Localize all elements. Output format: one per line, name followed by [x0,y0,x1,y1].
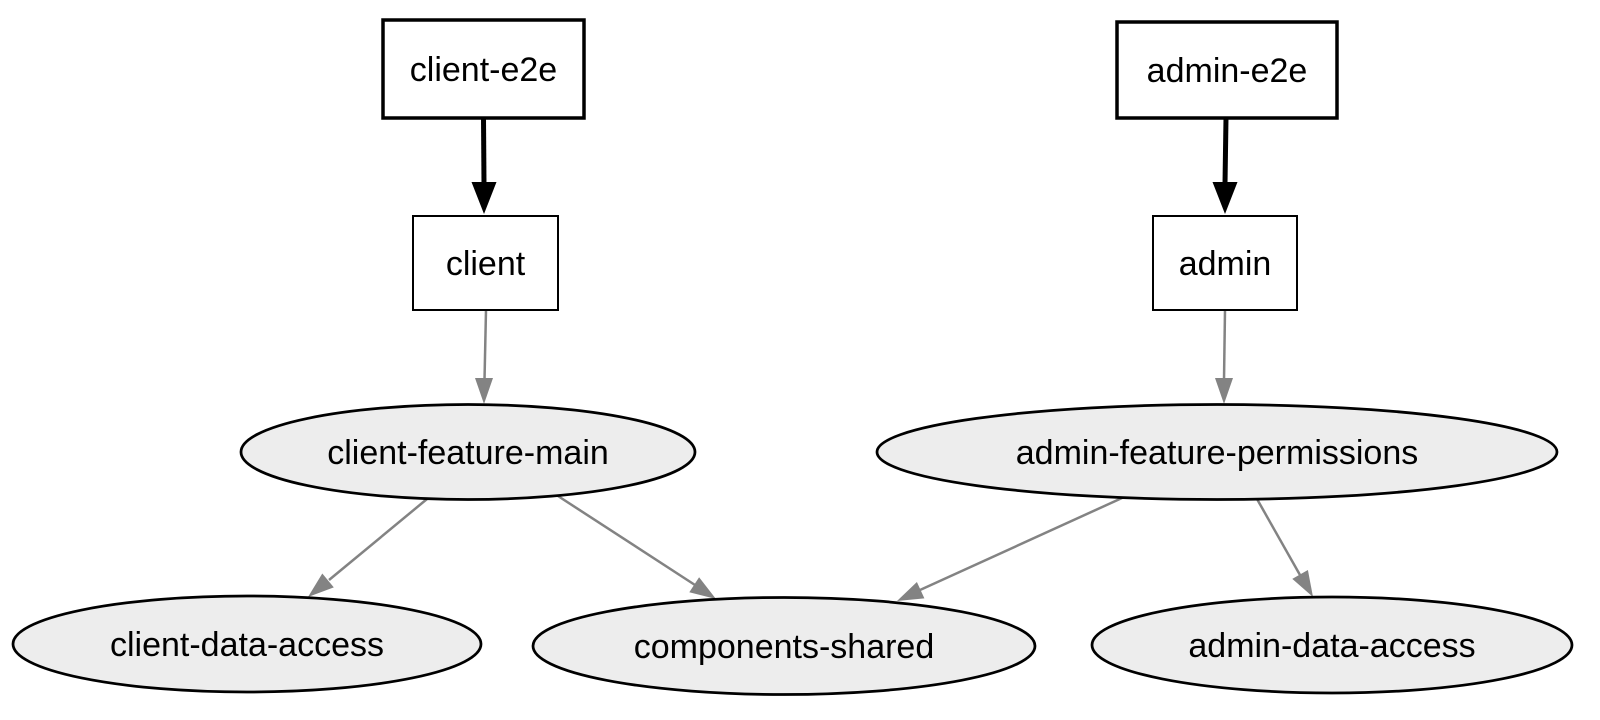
node-components-shared[interactable]: components-shared [531,596,1037,696]
arrowhead-icon [308,573,334,597]
node-client-feature-main[interactable]: client-feature-main [239,403,697,501]
arrowhead-icon [689,577,716,599]
arrowhead-icon [1215,378,1233,404]
edge-admin-to-admin-feature-permissions [1215,309,1233,404]
node-admin-label: admin [1179,245,1272,283]
node-client-e2e-shape[interactable] [381,18,586,120]
edge-client-to-client-feature-main [475,309,493,404]
node-admin-e2e[interactable]: admin-e2e [1115,20,1339,120]
edge-client-feature-main-to-components-shared [557,494,716,599]
arrowhead-icon [1292,570,1313,597]
node-client-e2e[interactable]: client-e2e [381,18,586,120]
edge-admin-feature-permissions-to-admin-data-access [1255,498,1313,597]
edge-admin-e2e-to-admin [1212,117,1238,214]
node-admin-e2e-shape[interactable] [1115,20,1339,120]
arrowhead-icon [897,582,925,601]
node-client-label: client [446,245,526,283]
edge-line [919,496,1123,592]
edge-line [483,309,488,381]
node-admin-shape[interactable] [1152,215,1298,311]
node-admin-data-access-shape[interactable] [1090,595,1574,695]
node-admin[interactable]: admin [1152,215,1298,311]
node-client-data-access[interactable]: client-data-access [11,594,483,694]
node-client-data-access-shape[interactable] [11,594,483,694]
edge-client-feature-main-to-client-data-access [308,498,428,597]
node-admin-data-access[interactable]: admin-data-access [1090,595,1574,695]
node-client-feature-main-label: client-feature-main [327,434,609,472]
node-admin-e2e-label: admin-e2e [1147,52,1308,90]
node-admin-feature-permissions-label: admin-feature-permissions [1016,434,1419,472]
edge-line [1255,498,1302,576]
node-client-feature-main-shape[interactable] [239,403,697,501]
edge-line [481,117,487,185]
edge-line [557,494,696,587]
node-admin-data-access-label: admin-data-access [1188,627,1475,665]
arrowhead-icon [1212,182,1238,214]
node-admin-feature-permissions-shape[interactable] [875,403,1559,501]
edge-line [1222,117,1229,185]
node-client-e2e-label: client-e2e [410,51,557,89]
edges-layer [308,117,1313,601]
node-components-shared-shape[interactable] [531,596,1037,696]
node-admin-feature-permissions[interactable]: admin-feature-permissions [875,403,1559,501]
edge-line [328,498,428,581]
node-components-shared-label: components-shared [634,628,935,666]
node-client[interactable]: client [412,215,559,311]
nodes-layer: client-e2e client admin-e2e admin client… [11,18,1574,696]
arrowhead-icon [471,182,497,214]
node-client-shape[interactable] [412,215,559,311]
arrowhead-icon [475,378,493,404]
edge-line [1222,309,1227,381]
edge-client-e2e-to-client [471,117,497,214]
edge-admin-feature-permissions-to-components-shared [897,496,1123,601]
node-client-data-access-label: client-data-access [110,626,384,664]
